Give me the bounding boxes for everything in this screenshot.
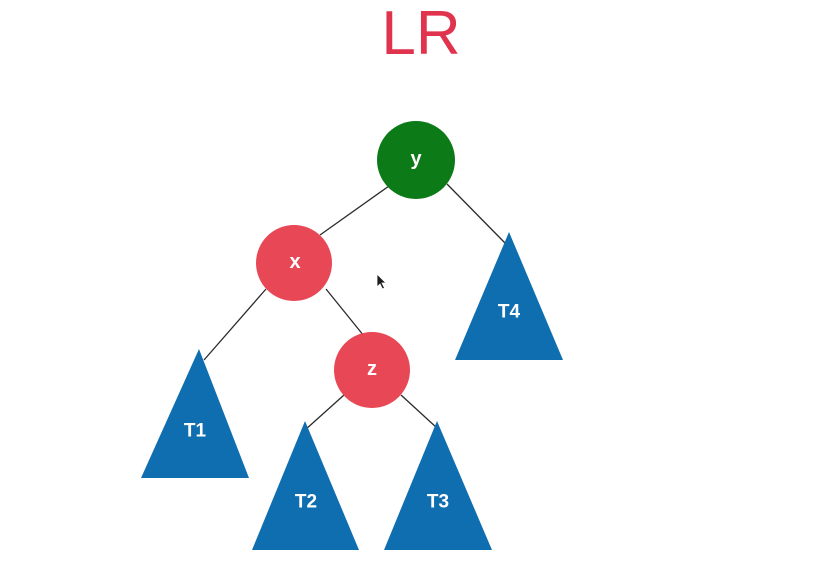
subtree-t3: T3 [384,421,492,550]
subtree-t3-triangle [384,421,492,550]
node-y-label: y [410,148,422,170]
subtree-t2: T2 [252,421,359,550]
subtree-t1-label: T1 [184,421,207,442]
subtree-t1: T1 [141,349,249,478]
subtree-t2-triangle [252,421,359,550]
edge-y-t4 [446,183,506,244]
node-z: z [334,332,410,408]
subtree-t4-label: T4 [498,302,521,323]
arrow-cursor-icon [376,273,387,290]
node-x: x [256,225,332,301]
subtree-t3-label: T3 [427,492,449,513]
edge-z-t2 [304,394,345,431]
node-y: y [377,121,455,199]
node-x-circle [256,225,332,301]
node-z-circle [334,332,410,408]
node-y-circle [377,121,455,199]
subtree-t4-triangle [455,232,563,360]
node-z-label: z [367,358,377,380]
diagram-title: LR [381,0,461,68]
subtree-t2-label: T2 [295,492,317,513]
node-x-label: x [289,251,300,273]
edge-y-x [319,185,390,236]
edge-x-z [325,288,365,337]
subtree-t1-triangle [141,349,249,478]
subtree-t4: T4 [455,232,563,360]
edge-x-t1 [203,288,267,361]
edge-z-t3 [400,394,438,429]
